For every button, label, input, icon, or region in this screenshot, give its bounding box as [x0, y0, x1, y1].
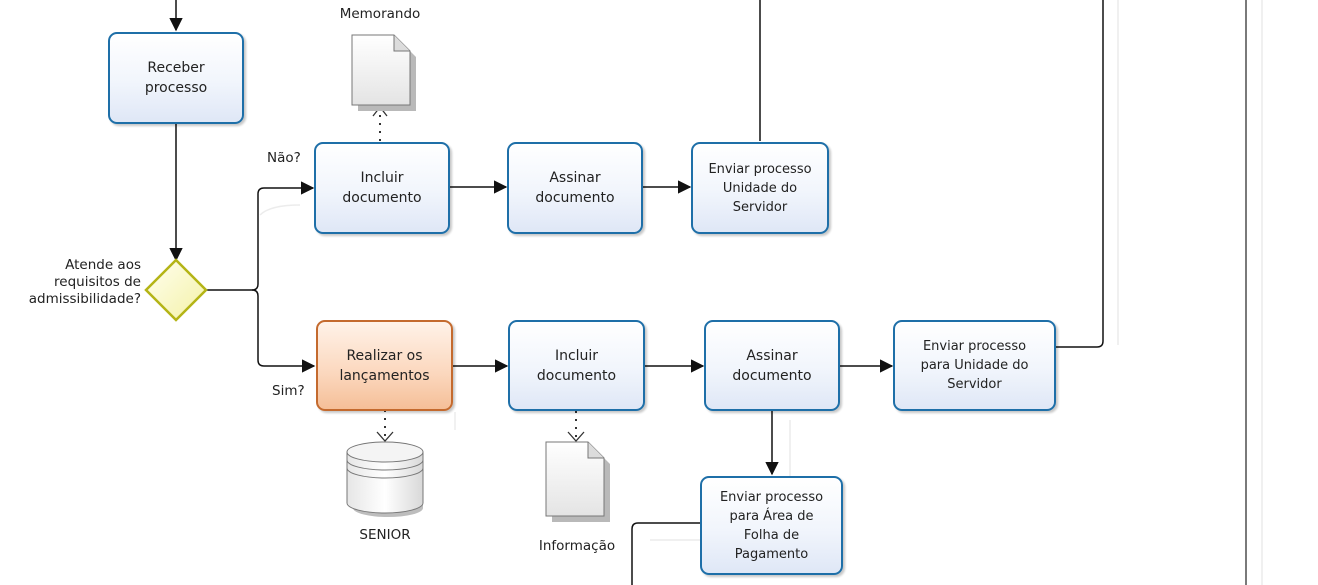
assoc-informacao-arrow: [567, 431, 585, 442]
task-incluir-documento-top[interactable]: Incluir documento: [314, 142, 450, 234]
flow-enviar-bottom-up: [1056, 0, 1104, 348]
data-associations: [379, 110, 577, 440]
branch-label-sim: Sim?: [272, 383, 305, 399]
flow-gateway-branch: [206, 181, 315, 291]
document-icon: [351, 34, 416, 111]
database-label-senior: SENIOR: [359, 527, 411, 543]
flow-folha-out: [631, 522, 700, 585]
task-receber-processo[interactable]: Receber processo: [108, 32, 244, 124]
database-icon: [346, 441, 424, 517]
task-enviar-processo-unidade-top[interactable]: Enviar processo Unidade do Servidor: [691, 142, 829, 234]
task-assinar-documento-top[interactable]: Assinar documento: [507, 142, 643, 234]
branch-label-nao: Não?: [267, 150, 301, 166]
document-label-memorando: Memorando: [339, 6, 421, 22]
task-enviar-processo-folha-pagamento[interactable]: Enviar processo para Área de Folha de Pa…: [700, 476, 843, 575]
task-realizar-lancamentos[interactable]: Realizar os lançamentos: [316, 320, 453, 411]
document-label-informacao: Informação: [538, 538, 616, 554]
task-incluir-documento-bottom[interactable]: Incluir documento: [508, 320, 645, 411]
assoc-senior-arrow: [376, 431, 394, 442]
document-icon: [545, 441, 610, 522]
task-enviar-processo-unidade-bottom[interactable]: Enviar processo para Unidade do Servidor: [893, 320, 1056, 411]
flow-gateway-to-realizar: [251, 289, 316, 373]
task-assinar-documento-bottom[interactable]: Assinar documento: [704, 320, 840, 411]
background-guides: [259, 0, 1263, 585]
gateway-question-label: Atende aos requisitos de admissibilidade…: [28, 257, 141, 307]
exclusive-gateway: [144, 258, 208, 322]
sequence-flows: [169, 0, 1104, 585]
